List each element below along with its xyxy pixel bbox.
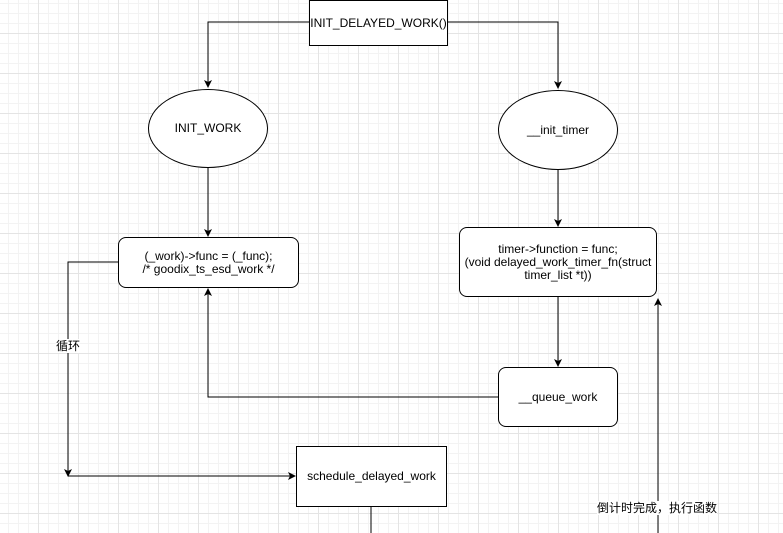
timer-function-node[interactable]: timer->function = func; (void delayed_wo… bbox=[459, 227, 657, 297]
edge-init-delayed-to-init-timer bbox=[448, 21, 562, 89]
init-delayed-work-node[interactable]: INIT_DELAYED_WORK() bbox=[309, 0, 448, 46]
edge-init-delayed-to-init-work bbox=[204, 21, 309, 88]
init-delayed-work-label: INIT_DELAYED_WORK() bbox=[310, 15, 447, 30]
schedule-delayed-work-label: schedule_delayed_work bbox=[307, 469, 436, 483]
init-work-label: INIT_WORK bbox=[174, 121, 242, 135]
init-timer-node[interactable]: __init_timer bbox=[498, 90, 618, 170]
init-timer-label: __init_timer bbox=[526, 122, 590, 137]
loop-edge-label: 循环 bbox=[56, 339, 81, 353]
init-work-node[interactable]: INIT_WORK bbox=[148, 89, 268, 168]
edge-work-func-loop-to-schedule bbox=[64, 261, 118, 477]
edge-queue-work-to-work-func bbox=[204, 288, 498, 398]
queue-work-label: __queue_work bbox=[518, 389, 598, 404]
timer-done-edge-label: 倒计时完成，执行函数 bbox=[597, 501, 718, 515]
queue-work-node[interactable]: __queue_work bbox=[498, 367, 618, 427]
work-func-label: (_work)->func = (_func); /* goodix_ts_es… bbox=[142, 248, 275, 276]
work-func-node[interactable]: (_work)->func = (_func); /* goodix_ts_es… bbox=[118, 237, 299, 288]
schedule-delayed-work-node[interactable]: schedule_delayed_work bbox=[296, 446, 447, 507]
timer-function-label: timer->function = func; (void delayed_wo… bbox=[464, 241, 652, 282]
